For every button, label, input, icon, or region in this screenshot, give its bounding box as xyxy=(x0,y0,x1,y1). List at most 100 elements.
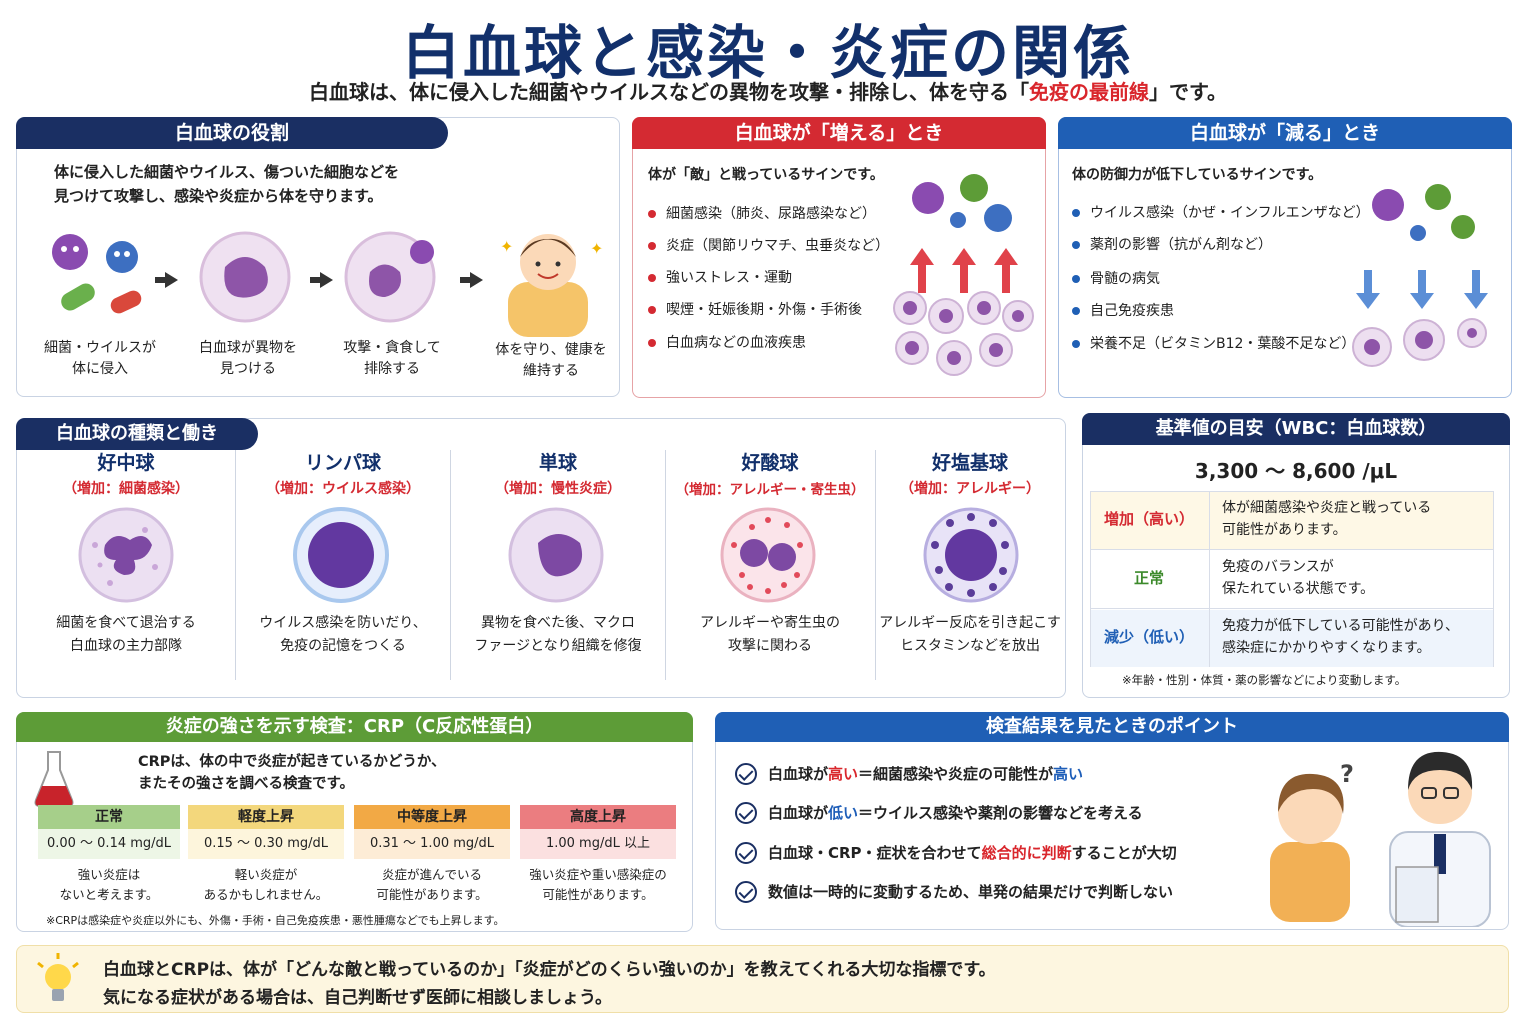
page-subtitle: 白血球は、体に侵入した細菌やウイルスなどの異物を攻撃・排除し、体を守る「免疫の最… xyxy=(0,76,1536,105)
increase-item: 強いストレス・運動 xyxy=(648,268,792,288)
row-text-low: 免疫力が低下している可能性があり、感染症にかかりやすくなります。 xyxy=(1222,618,1460,656)
doctor-patient-illustration: ? xyxy=(1270,751,1491,927)
check-icon xyxy=(735,763,757,785)
decrease-item: 薬剤の影響（抗がん剤など） xyxy=(1072,235,1272,255)
divider xyxy=(450,450,451,680)
patient-icon: ? xyxy=(1270,760,1354,922)
bacteria-icon xyxy=(52,234,142,314)
cell-name-monocyte: 単球 xyxy=(538,452,577,474)
subtitle-highlight: 免疫の最前線 xyxy=(1029,80,1149,104)
decrease-header: 白血球が「減る」とき xyxy=(1058,117,1512,149)
flask-icon xyxy=(34,751,74,807)
down-arrow-icon xyxy=(1356,270,1488,309)
role-step-1: 細菌・ウイルスが体に侵入 xyxy=(44,340,156,377)
basophil-icon xyxy=(923,507,1019,603)
reference-range: 3,300 ～ 8,600 /μL xyxy=(1194,459,1398,483)
decrease-item: 栄養不足（ビタミンB12・葉酸不足など） xyxy=(1072,334,1355,354)
check-icon xyxy=(735,802,757,824)
divider xyxy=(235,450,236,680)
row-text-normal: 免疫のバランスが保たれている状態です。 xyxy=(1222,559,1375,597)
increase-item: 炎症（関節リウマチ、虫垂炎など） xyxy=(648,236,889,256)
role-intro-2: 見つけて攻撃し、感染や炎症から体を守ります。 xyxy=(54,187,383,205)
reference-header: 基準値の目安（WBC：白血球数） xyxy=(1082,413,1510,445)
cell-sub-monocyte: （増加：慢性炎症） xyxy=(495,481,621,497)
cell-sub-eosinophil: （増加：アレルギー・寄生虫） xyxy=(675,482,865,498)
role-header: 白血球の役割 xyxy=(16,117,448,149)
cell-sub-neutrophil: （増加：細菌感染） xyxy=(63,481,189,497)
cell-sub-basophil: （増加：アレルギー） xyxy=(900,481,1040,497)
cell-desc-basophil: アレルギー反応を引き起こすヒスタミンなどを放出 xyxy=(879,615,1061,654)
svg-text:✦: ✦ xyxy=(590,239,603,258)
decrease-illustration xyxy=(1352,184,1488,367)
crp-note: ※CRPは感染症や炎症以外にも、外傷・手術・自己免疫疾患・悪性腫瘍などでも上昇し… xyxy=(46,914,505,927)
cell-desc-neutrophil: 細菌を食べて退治する白血球の主力部隊 xyxy=(56,615,196,654)
decrease-item: 自己免疫疾患 xyxy=(1072,301,1174,321)
increase-item: 細菌感染（肺炎、尿路感染など） xyxy=(648,204,876,224)
footer-line-2: 気になる症状がある場合は、自己判断せず医師に相談しましょう。 xyxy=(103,988,612,1008)
role-panel: 白血球の役割 xyxy=(16,117,620,397)
crp-header: 炎症の強さを示す検査：CRP（C反応性蛋白） xyxy=(16,712,693,742)
divider xyxy=(665,450,666,680)
crp-intro-1: CRPは、体の中で炎症が起きているかどうか、 xyxy=(138,754,446,770)
cell-desc-eosinophil: アレルギーや寄生虫の攻撃に関わる xyxy=(700,615,840,654)
role-step-4: 体を守り、健康を維持する xyxy=(495,342,607,379)
eosinophil-icon xyxy=(720,507,816,603)
point-1: 白血球が高い＝細菌感染や炎症の可能性が高い xyxy=(768,765,1084,783)
reference-table xyxy=(1090,491,1494,667)
cell-name-eosinophil: 好酸球 xyxy=(741,452,799,474)
row-label-normal: 正常 xyxy=(1133,569,1164,587)
footer-line-1: 白血球とCRPは、体が「どんな敵と戦っているのか」「炎症がどのくらい強いのか」を… xyxy=(103,960,996,980)
increase-illustration xyxy=(893,174,1034,376)
row-label-low: 減少（低い） xyxy=(1103,628,1194,646)
cell-name-neutrophil: 好中球 xyxy=(97,452,155,474)
cell-name-lymphocyte: リンパ球 xyxy=(304,452,381,474)
row-normal xyxy=(1091,551,1493,609)
crp-level-mild: 軽度上昇 0.15 ～ 0.30 mg/dL 軽い炎症があるかもしれません。 xyxy=(188,805,344,905)
increase-header: 白血球が「増える」とき xyxy=(632,117,1046,149)
phagocytosis-icon xyxy=(344,231,436,323)
increase-panel: 白血球が「増える」とき xyxy=(632,117,1046,398)
points-header: 検査結果を見たときのポイント xyxy=(715,712,1509,742)
row-high xyxy=(1091,492,1493,550)
svg-text:✦: ✦ xyxy=(500,237,513,256)
role-step-2: 白血球が異物を見つける xyxy=(199,340,297,377)
cell-desc-monocyte: 異物を食べた後、マクロファージとなり組織を修復 xyxy=(474,615,642,654)
neutrophil-icon xyxy=(78,507,174,603)
role-intro-1: 体に侵入した細菌やウイルス、傷ついた細胞などを xyxy=(54,163,400,181)
check-icon xyxy=(735,881,757,903)
doctor-icon xyxy=(1389,751,1491,927)
page-title: 白血球と感染・炎症の関係 xyxy=(401,19,1134,87)
crp-level-moderate: 中等度上昇 0.31 ～ 1.00 mg/dL 炎症が進んでいる可能性があります… xyxy=(354,805,510,905)
lymphocyte-icon xyxy=(293,507,389,603)
subtitle-text-end: 」です。 xyxy=(1149,80,1227,104)
footer-panel xyxy=(16,945,1509,1013)
cell-name-basophil: 好塩基球 xyxy=(931,452,1008,474)
divider xyxy=(875,450,876,680)
increase-intro: 体が「敵」と戦っているサインです。 xyxy=(648,167,884,183)
row-text-high: 体が細菌感染や炎症と戦っている可能性があります。 xyxy=(1222,500,1432,538)
decrease-item: ウイルス感染（かぜ・インフルエンザなど） xyxy=(1072,203,1370,223)
crp-level-high: 高度上昇 1.00 mg/dL 以上 強い炎症や重い感染症の可能性があります。 xyxy=(520,805,676,905)
point-3: 白血球・CRP・症状を合わせて総合的に判断することが大切 xyxy=(768,844,1177,862)
point-2: 白血球が低い＝ウイルス感染や薬剤の影響などを考える xyxy=(768,804,1143,822)
svg-text:?: ? xyxy=(1340,760,1354,788)
increase-item: 喫煙・妊娠後期・外傷・手術後 xyxy=(648,300,862,320)
crp-level-normal: 正常 0.00 ～ 0.14 mg/dL 強い炎症はないと考えます。 xyxy=(38,805,180,905)
subtitle-text: 白血球は、体に侵入した細菌やウイルスなどの異物を攻撃・排除し、体を守る「 xyxy=(309,80,1029,104)
up-arrow-icon xyxy=(910,248,1018,293)
types-panel: 白血球の種類と働き xyxy=(16,418,1066,698)
role-step-3: 攻撃・貪食して排除する xyxy=(343,340,441,377)
point-4: 数値は一時的に変動するため、単発の結果だけで判断しない xyxy=(768,883,1174,901)
types-header: 白血球の種類と働き xyxy=(16,418,258,450)
cell-sub-lymphocyte: （増加：ウイルス感染） xyxy=(266,481,420,497)
check-icon xyxy=(735,842,757,864)
row-low xyxy=(1091,610,1493,667)
lightbulb-icon xyxy=(37,953,79,1001)
points-panel: 検査結果を見たときのポイント xyxy=(715,712,1509,930)
white-blood-cell-icon xyxy=(199,231,291,323)
decrease-intro: 体の防御力が低下しているサインです。 xyxy=(1072,167,1323,183)
monocyte-icon xyxy=(508,507,604,603)
reference-note: ※年齢・性別・体質・薬の影響などにより変動します。 xyxy=(1122,673,1407,687)
role-illustration: ✦✦ xyxy=(52,231,603,337)
healthy-person-icon: ✦✦ xyxy=(500,234,603,337)
